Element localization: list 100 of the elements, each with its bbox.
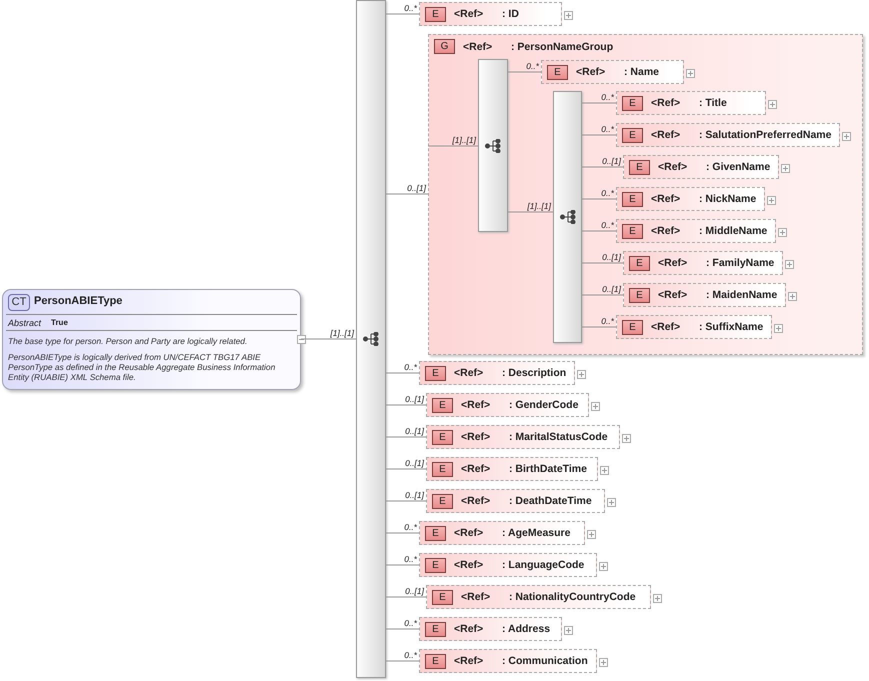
cardinality-label: 0..* xyxy=(601,124,614,134)
element-badge: E xyxy=(425,526,446,540)
group-badge: G xyxy=(434,39,455,54)
element-name: : GenderCode xyxy=(509,399,578,411)
element-badge: E xyxy=(629,256,650,270)
connector-line xyxy=(386,660,420,662)
element-box xyxy=(623,155,780,179)
element-badge: E xyxy=(432,430,453,444)
ref-label: <Ref> xyxy=(461,399,492,411)
connector-line xyxy=(386,532,420,534)
cardinality-label: 0..* xyxy=(404,650,417,660)
element-badge: E xyxy=(622,96,643,110)
element-badge: E xyxy=(432,462,453,476)
ref-label: <Ref> xyxy=(461,463,492,475)
connector-line xyxy=(582,294,624,296)
property-value: True xyxy=(51,318,68,327)
ref-label: <Ref> xyxy=(461,431,492,443)
element-name: : MaidenName xyxy=(706,289,778,301)
element-badge: E xyxy=(622,224,643,238)
type-name: PersonABIEType xyxy=(34,294,122,309)
compositor-bar xyxy=(478,59,508,232)
cardinality-label: 0..* xyxy=(601,92,614,102)
cardinality-label: 0..[1] xyxy=(405,426,424,436)
ref-label: <Ref> xyxy=(454,367,484,379)
connector-line xyxy=(386,372,420,374)
element-name: : FamilyName xyxy=(706,257,774,269)
element-name: : MiddleName xyxy=(699,225,768,237)
cardinality-label: 0..[1] xyxy=(602,156,621,166)
element-box xyxy=(419,649,597,673)
element-badge: E xyxy=(629,160,650,174)
connector-line xyxy=(582,134,616,136)
cardinality-label: 0..* xyxy=(601,316,614,326)
element-badge: E xyxy=(622,320,643,334)
element-box xyxy=(419,521,585,545)
cardinality-label: [1]..[1] xyxy=(452,135,476,145)
ref-label: <Ref> xyxy=(463,40,494,52)
property-name: Abstract xyxy=(8,318,42,328)
element-name: : SuffixName xyxy=(699,321,764,333)
cardinality-label: 0..[1] xyxy=(405,586,424,596)
element-box xyxy=(419,617,562,641)
ref-label: <Ref> xyxy=(454,559,484,571)
ref-label: <Ref> xyxy=(658,289,688,301)
ref-label: <Ref> xyxy=(658,257,688,269)
element-badge: E xyxy=(432,494,453,508)
element-badge: E xyxy=(425,622,446,636)
element-badge: E xyxy=(432,590,453,604)
ref-label: <Ref> xyxy=(454,527,484,539)
cardinality-label: 0..[1] xyxy=(405,458,424,468)
element-name: : LanguageCode xyxy=(502,559,584,571)
connector-line xyxy=(386,628,420,630)
element-box xyxy=(616,315,772,339)
connector-line xyxy=(386,500,426,502)
element-box xyxy=(426,425,620,449)
compositor-bar xyxy=(553,91,582,343)
element-box xyxy=(616,187,766,211)
element-box xyxy=(426,393,589,417)
element-box xyxy=(419,361,576,385)
element-badge: E xyxy=(629,288,650,302)
complex-type-box xyxy=(2,289,301,390)
connector-line xyxy=(300,338,356,340)
element-name: : NickName xyxy=(699,193,756,205)
ref-label: <Ref> xyxy=(454,655,484,667)
ref-label: <Ref> xyxy=(651,225,682,237)
connector-line xyxy=(386,404,426,406)
ref-label: <Ref> xyxy=(651,321,682,333)
connector-line xyxy=(582,198,616,200)
ref-label: <Ref> xyxy=(658,161,688,173)
element-box xyxy=(616,91,766,115)
cardinality-label: [1]..[1] xyxy=(330,328,354,338)
ref-label: <Ref> xyxy=(576,66,606,78)
group-box xyxy=(428,34,863,355)
element-box xyxy=(426,457,598,481)
cardinality-label: 0..[1] xyxy=(602,252,621,262)
type-badge: CT xyxy=(8,294,30,311)
connector-line xyxy=(582,230,616,232)
cardinality-label: 0..[1] xyxy=(602,284,621,294)
ref-label: <Ref> xyxy=(651,193,682,205)
element-box xyxy=(616,219,776,243)
element-name: : NationalityCountryCode xyxy=(509,591,636,603)
element-name: : Address xyxy=(502,623,550,635)
element-name: : GivenName xyxy=(706,161,770,173)
element-name: : Description xyxy=(502,367,566,379)
element-name: : Name xyxy=(624,66,660,78)
connector-line xyxy=(386,596,426,598)
element-name: : AgeMeasure xyxy=(502,527,570,539)
element-badge: E xyxy=(547,64,568,80)
element-name: : ID xyxy=(502,8,519,20)
element-name: : DeathDateTime xyxy=(509,495,592,507)
connector-line xyxy=(582,102,616,104)
element-box xyxy=(426,489,605,513)
element-name: : Communication xyxy=(502,655,588,667)
group-name: : PersonNameGroup xyxy=(511,40,614,52)
connector-line xyxy=(582,166,624,168)
element-name: : Title xyxy=(699,97,727,109)
cardinality-label: 0..* xyxy=(404,522,417,532)
ref-label: <Ref> xyxy=(461,591,492,603)
element-badge: E xyxy=(622,128,643,142)
cardinality-label: 0..* xyxy=(526,61,539,71)
cardinality-label: 0..* xyxy=(404,554,417,564)
element-box xyxy=(623,251,784,275)
